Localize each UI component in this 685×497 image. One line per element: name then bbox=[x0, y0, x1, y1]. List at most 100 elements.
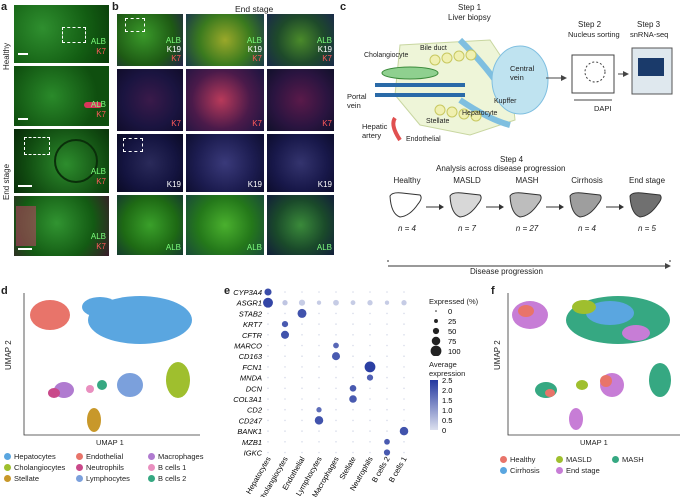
legend-swatch bbox=[4, 464, 11, 471]
legend-swatch bbox=[76, 453, 83, 460]
dot-empty bbox=[369, 430, 371, 432]
dot-point bbox=[331, 352, 341, 361]
label-kupffer: Kupffer bbox=[494, 98, 517, 105]
dot-empty bbox=[403, 334, 405, 336]
dot-empty bbox=[403, 312, 405, 315]
dot-empty bbox=[352, 312, 354, 315]
legend-label: Hepatocytes bbox=[14, 452, 56, 461]
panel-c-letter: c bbox=[340, 1, 347, 13]
dot-empty bbox=[335, 419, 337, 422]
color-legend-tick: 0.5 bbox=[442, 416, 452, 425]
dot-point bbox=[399, 426, 409, 436]
central-vein-shape bbox=[491, 45, 549, 115]
panel-b-letter: b bbox=[112, 1, 119, 13]
dot-empty bbox=[352, 419, 354, 422]
panel-d-letter: d bbox=[1, 285, 8, 297]
dot-empty bbox=[386, 408, 388, 411]
dot-empty bbox=[352, 376, 354, 379]
dot-point bbox=[264, 288, 272, 296]
legend-item: Neutrophils bbox=[76, 463, 124, 472]
dot-empty bbox=[369, 451, 371, 454]
dot-empty bbox=[301, 408, 303, 411]
dot-empty bbox=[267, 355, 269, 357]
color-legend-tick: 2.0 bbox=[442, 386, 452, 395]
label-hepatic-artery: Hepatic artery bbox=[362, 122, 388, 140]
dot-point bbox=[297, 308, 307, 318]
dot-point bbox=[383, 449, 391, 456]
size-legend-dot bbox=[430, 345, 442, 356]
dot-point bbox=[384, 438, 390, 445]
gene-label: CD2 bbox=[247, 406, 263, 415]
tile-label-alb: ALB bbox=[165, 36, 181, 45]
dot-point bbox=[367, 300, 373, 306]
stage-name: MASLD bbox=[453, 176, 481, 185]
dot-empty bbox=[403, 451, 405, 454]
dot-empty bbox=[335, 451, 337, 454]
color-legend-tick: 0 bbox=[442, 426, 446, 434]
legend-swatch bbox=[148, 475, 155, 482]
gene-label: MNDA bbox=[240, 374, 262, 383]
micrograph-b-r2c3: K7 bbox=[267, 69, 334, 131]
dot-point bbox=[333, 299, 339, 306]
dot-empty bbox=[386, 323, 388, 325]
dot-empty bbox=[301, 355, 303, 357]
dot-empty bbox=[369, 355, 371, 357]
label-portal-vein: Portal vein bbox=[347, 92, 367, 110]
progression-label: Disease progression bbox=[470, 267, 543, 276]
color-legend: 2.52.01.51.00.50 bbox=[430, 378, 452, 434]
legend-swatch bbox=[76, 475, 83, 482]
dot-empty bbox=[318, 344, 320, 347]
dot-empty bbox=[267, 451, 269, 454]
tile-label-red: K7 bbox=[96, 47, 106, 56]
color-legend-title: Average expression bbox=[429, 360, 466, 378]
dot-empty bbox=[403, 408, 405, 411]
dot-empty bbox=[369, 419, 371, 422]
color-legend-tick: 2.5 bbox=[442, 378, 452, 385]
dot-empty bbox=[301, 387, 303, 390]
legend-label: Macrophages bbox=[158, 452, 204, 461]
dot-empty bbox=[386, 366, 388, 368]
dot-empty bbox=[284, 312, 286, 315]
dot-point bbox=[263, 297, 273, 308]
bile-duct-shape bbox=[381, 66, 439, 80]
dot-empty bbox=[284, 398, 286, 400]
scale-bar bbox=[18, 185, 32, 187]
step3-subtitle: snRNA-seq bbox=[630, 30, 669, 39]
legend-swatch bbox=[500, 467, 507, 474]
dot-empty bbox=[335, 430, 337, 432]
label-cholangiocyte: Cholangiocyte bbox=[364, 52, 409, 59]
legend-label: Lymphocytes bbox=[86, 474, 130, 483]
legend-item: Cirrhosis bbox=[500, 466, 540, 475]
micrograph-end-1: ALB K7 bbox=[14, 129, 109, 193]
dot-empty bbox=[386, 376, 388, 379]
gene-label: IGKC bbox=[244, 449, 263, 458]
dot-empty bbox=[318, 430, 320, 432]
dot-empty bbox=[335, 366, 337, 368]
dot-empty bbox=[335, 323, 337, 325]
dot-empty bbox=[369, 312, 371, 315]
dot-empty bbox=[352, 366, 354, 368]
dot-point bbox=[366, 374, 374, 381]
dot-empty bbox=[386, 419, 388, 422]
dot-point bbox=[333, 342, 339, 349]
legend-label: Stellate bbox=[14, 474, 40, 483]
legend-item: Lymphocytes bbox=[76, 474, 130, 483]
dot-empty bbox=[386, 387, 388, 390]
dot-empty bbox=[335, 408, 337, 411]
legend-label: Cholangiocytes bbox=[14, 463, 66, 472]
color-legend-tick: 1.0 bbox=[442, 406, 452, 415]
dot-empty bbox=[352, 451, 354, 454]
micrograph-healthy-2: ALB K7 bbox=[14, 66, 109, 126]
gene-label: CFTR bbox=[242, 331, 263, 340]
dot-empty bbox=[352, 334, 354, 336]
legend-swatch bbox=[4, 475, 11, 482]
dot-empty bbox=[318, 398, 320, 400]
micrograph-b-r1c2: ALB K19 K7 bbox=[186, 14, 264, 66]
stage-n: n = 27 bbox=[515, 224, 539, 233]
tile-label-green: ALB bbox=[90, 37, 106, 46]
zoom-box bbox=[62, 27, 86, 43]
size-legend-tick: 25 bbox=[448, 317, 456, 326]
dot-empty bbox=[267, 334, 269, 336]
legend-item: MASH bbox=[612, 455, 644, 464]
scale-bar bbox=[18, 248, 32, 250]
